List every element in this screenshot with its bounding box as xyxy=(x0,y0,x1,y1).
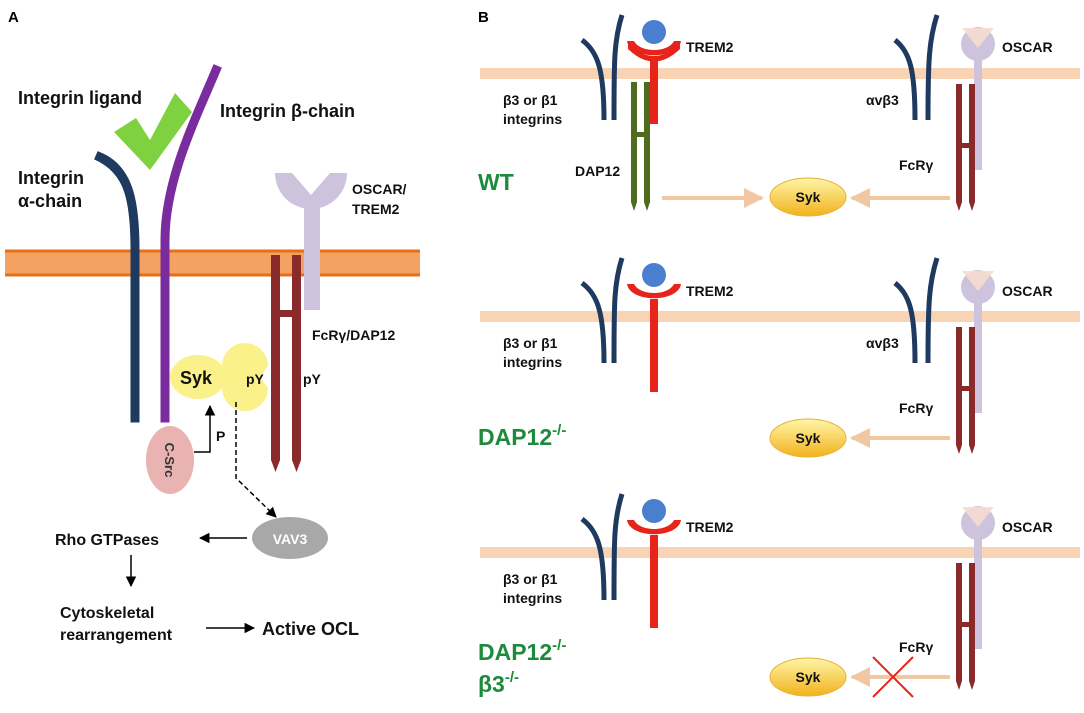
oscar-stem-1 xyxy=(974,60,982,170)
trem2-label-2: TREM2 xyxy=(686,283,734,299)
trem2-cup-3 xyxy=(627,520,681,535)
oscar-ligand-2 xyxy=(962,271,994,291)
vav3-label: VAV3 xyxy=(273,531,308,547)
integrins-label-3a: β3 or β1 xyxy=(503,571,558,587)
panel-a-label: A xyxy=(8,9,19,26)
integrins-label-2b: integrins xyxy=(503,354,562,370)
trem2-ligand-3 xyxy=(642,499,666,523)
phosphorylation-arrow xyxy=(194,404,216,453)
fcr-dap12-label: FcRγ/DAP12 xyxy=(312,327,395,343)
p-label: P xyxy=(216,428,225,444)
oscar-trem2-receptor xyxy=(275,173,347,310)
syk-b-label-3: Syk xyxy=(796,669,821,685)
csrc-enzyme xyxy=(146,426,194,494)
integrin-alpha-label-2: α-chain xyxy=(18,191,82,211)
avb3-right-2 xyxy=(925,257,940,364)
avb3-left-2 xyxy=(893,281,918,364)
trem2-stem-3 xyxy=(650,535,658,628)
integrin-b-right-2 xyxy=(611,257,625,364)
avb3-right-1 xyxy=(925,14,940,121)
oscar-stem-2 xyxy=(974,303,982,413)
fcr-dimer-1 xyxy=(956,84,975,211)
syk-b-label-1: Syk xyxy=(796,189,821,205)
syk-b-1 xyxy=(769,177,847,217)
csrc-label: C-Src xyxy=(162,443,177,478)
cyto-label-1: Cytoskeletal xyxy=(60,605,154,622)
fcr-dimer-2 xyxy=(956,327,975,454)
syk-a xyxy=(170,343,268,411)
active-ocl-label: Active OCL xyxy=(262,619,359,639)
trem2-label-3: TREM2 xyxy=(686,519,734,535)
dap12-label-1: DAP12 xyxy=(575,163,620,179)
integrin-b-right-1 xyxy=(611,14,625,121)
trem2-ligand-1 xyxy=(642,20,666,44)
panel-b: B TREM2 β3 or β1 integrins DAP12 xyxy=(478,9,1080,698)
avb3-label-2: αvβ3 xyxy=(866,335,899,351)
panel-b-label: B xyxy=(478,9,489,26)
integrins-label-1a: β3 or β1 xyxy=(503,92,558,108)
genotype-label-1: WT xyxy=(478,169,514,195)
oscar-trem2-label-2: TREM2 xyxy=(352,201,400,217)
oscar-trem2-label-1: OSCAR/ xyxy=(352,181,407,197)
integrins-label-3b: integrins xyxy=(503,590,562,606)
fcr-dimer-3 xyxy=(956,563,975,690)
integrin-alpha-label-1: Integrin xyxy=(18,168,84,188)
dap12-dimer-1 xyxy=(631,82,650,211)
membrane-b-1 xyxy=(480,68,1080,79)
py-label-1: pY xyxy=(246,371,265,387)
integrin-b-right-3 xyxy=(611,493,625,601)
integrin-b-left-3 xyxy=(580,517,607,601)
cell-membrane-a xyxy=(5,249,420,277)
integrin-b-left-2 xyxy=(580,281,607,364)
vav3-node xyxy=(252,517,328,559)
fcr-label-2: FcRγ xyxy=(899,400,933,416)
trem2-cup-2 xyxy=(627,284,681,299)
blocked-cross-icon xyxy=(872,656,914,698)
integrins-label-2a: β3 or β1 xyxy=(503,335,558,351)
avb3-left-1 xyxy=(893,38,918,121)
panel-b-row-wt: TREM2 β3 or β1 integrins DAP12 αvβ3 OSCA… xyxy=(478,14,1080,217)
membrane-b-3 xyxy=(480,547,1080,558)
trem2-stem-2 xyxy=(650,299,658,392)
rho-gtpases-label: Rho GTPases xyxy=(55,532,159,549)
panel-a: A Integrin ligand Integrin β-chain Integ… xyxy=(5,9,420,644)
integrins-label-1b: integrins xyxy=(503,111,562,127)
syk-b-2 xyxy=(769,418,847,458)
fcr-label-3: FcRγ xyxy=(899,639,933,655)
integrin-ligand-label: Integrin ligand xyxy=(18,88,142,108)
genotype-label-2: DAP12-/- xyxy=(478,422,566,450)
trem2-cup-1 xyxy=(627,41,681,56)
syk-a-label: Syk xyxy=(180,368,213,388)
avb3-label-1: αvβ3 xyxy=(866,92,899,108)
genotype-label-3b: β3-/- xyxy=(478,669,519,697)
fcr-label-1: FcRγ xyxy=(899,157,933,173)
oscar-ligand-3 xyxy=(962,507,994,527)
syk-b-3 xyxy=(769,657,847,697)
py-label-2: pY xyxy=(303,371,322,387)
trem2-label-1: TREM2 xyxy=(686,39,734,55)
integrin-b-left-1 xyxy=(580,38,607,121)
trem2-receptor-1 xyxy=(628,44,680,62)
integrin-beta-label: Integrin β-chain xyxy=(220,101,355,121)
oscar-label-2: OSCAR xyxy=(1002,283,1053,299)
syk-to-vav3-arrow xyxy=(235,402,277,518)
membrane-b-2 xyxy=(480,311,1080,322)
oscar-label-1: OSCAR xyxy=(1002,39,1053,55)
oscar-label-3: OSCAR xyxy=(1002,519,1053,535)
trem2-stem-1 xyxy=(650,56,658,124)
panel-b-row-double-ko: TREM2 β3 or β1 integrins OSCAR FcRγ Syk xyxy=(478,493,1080,698)
oscar-ligand-1 xyxy=(962,28,994,48)
integrin-beta-chain xyxy=(160,64,222,423)
integrin-ligand-shape xyxy=(114,93,192,170)
trem2-ligand-2 xyxy=(642,263,666,287)
integrin-alpha-chain xyxy=(94,151,140,423)
fcr-dap12-dimer xyxy=(271,255,301,472)
genotype-label-3: DAP12-/- xyxy=(478,637,566,665)
panel-b-row-dap12ko: TREM2 β3 or β1 integrins αvβ3 OSCAR FcRγ… xyxy=(478,257,1080,458)
oscar-stem-3 xyxy=(974,539,982,649)
cyto-label-2: rearrangement xyxy=(60,627,173,644)
syk-b-label-2: Syk xyxy=(796,430,821,446)
